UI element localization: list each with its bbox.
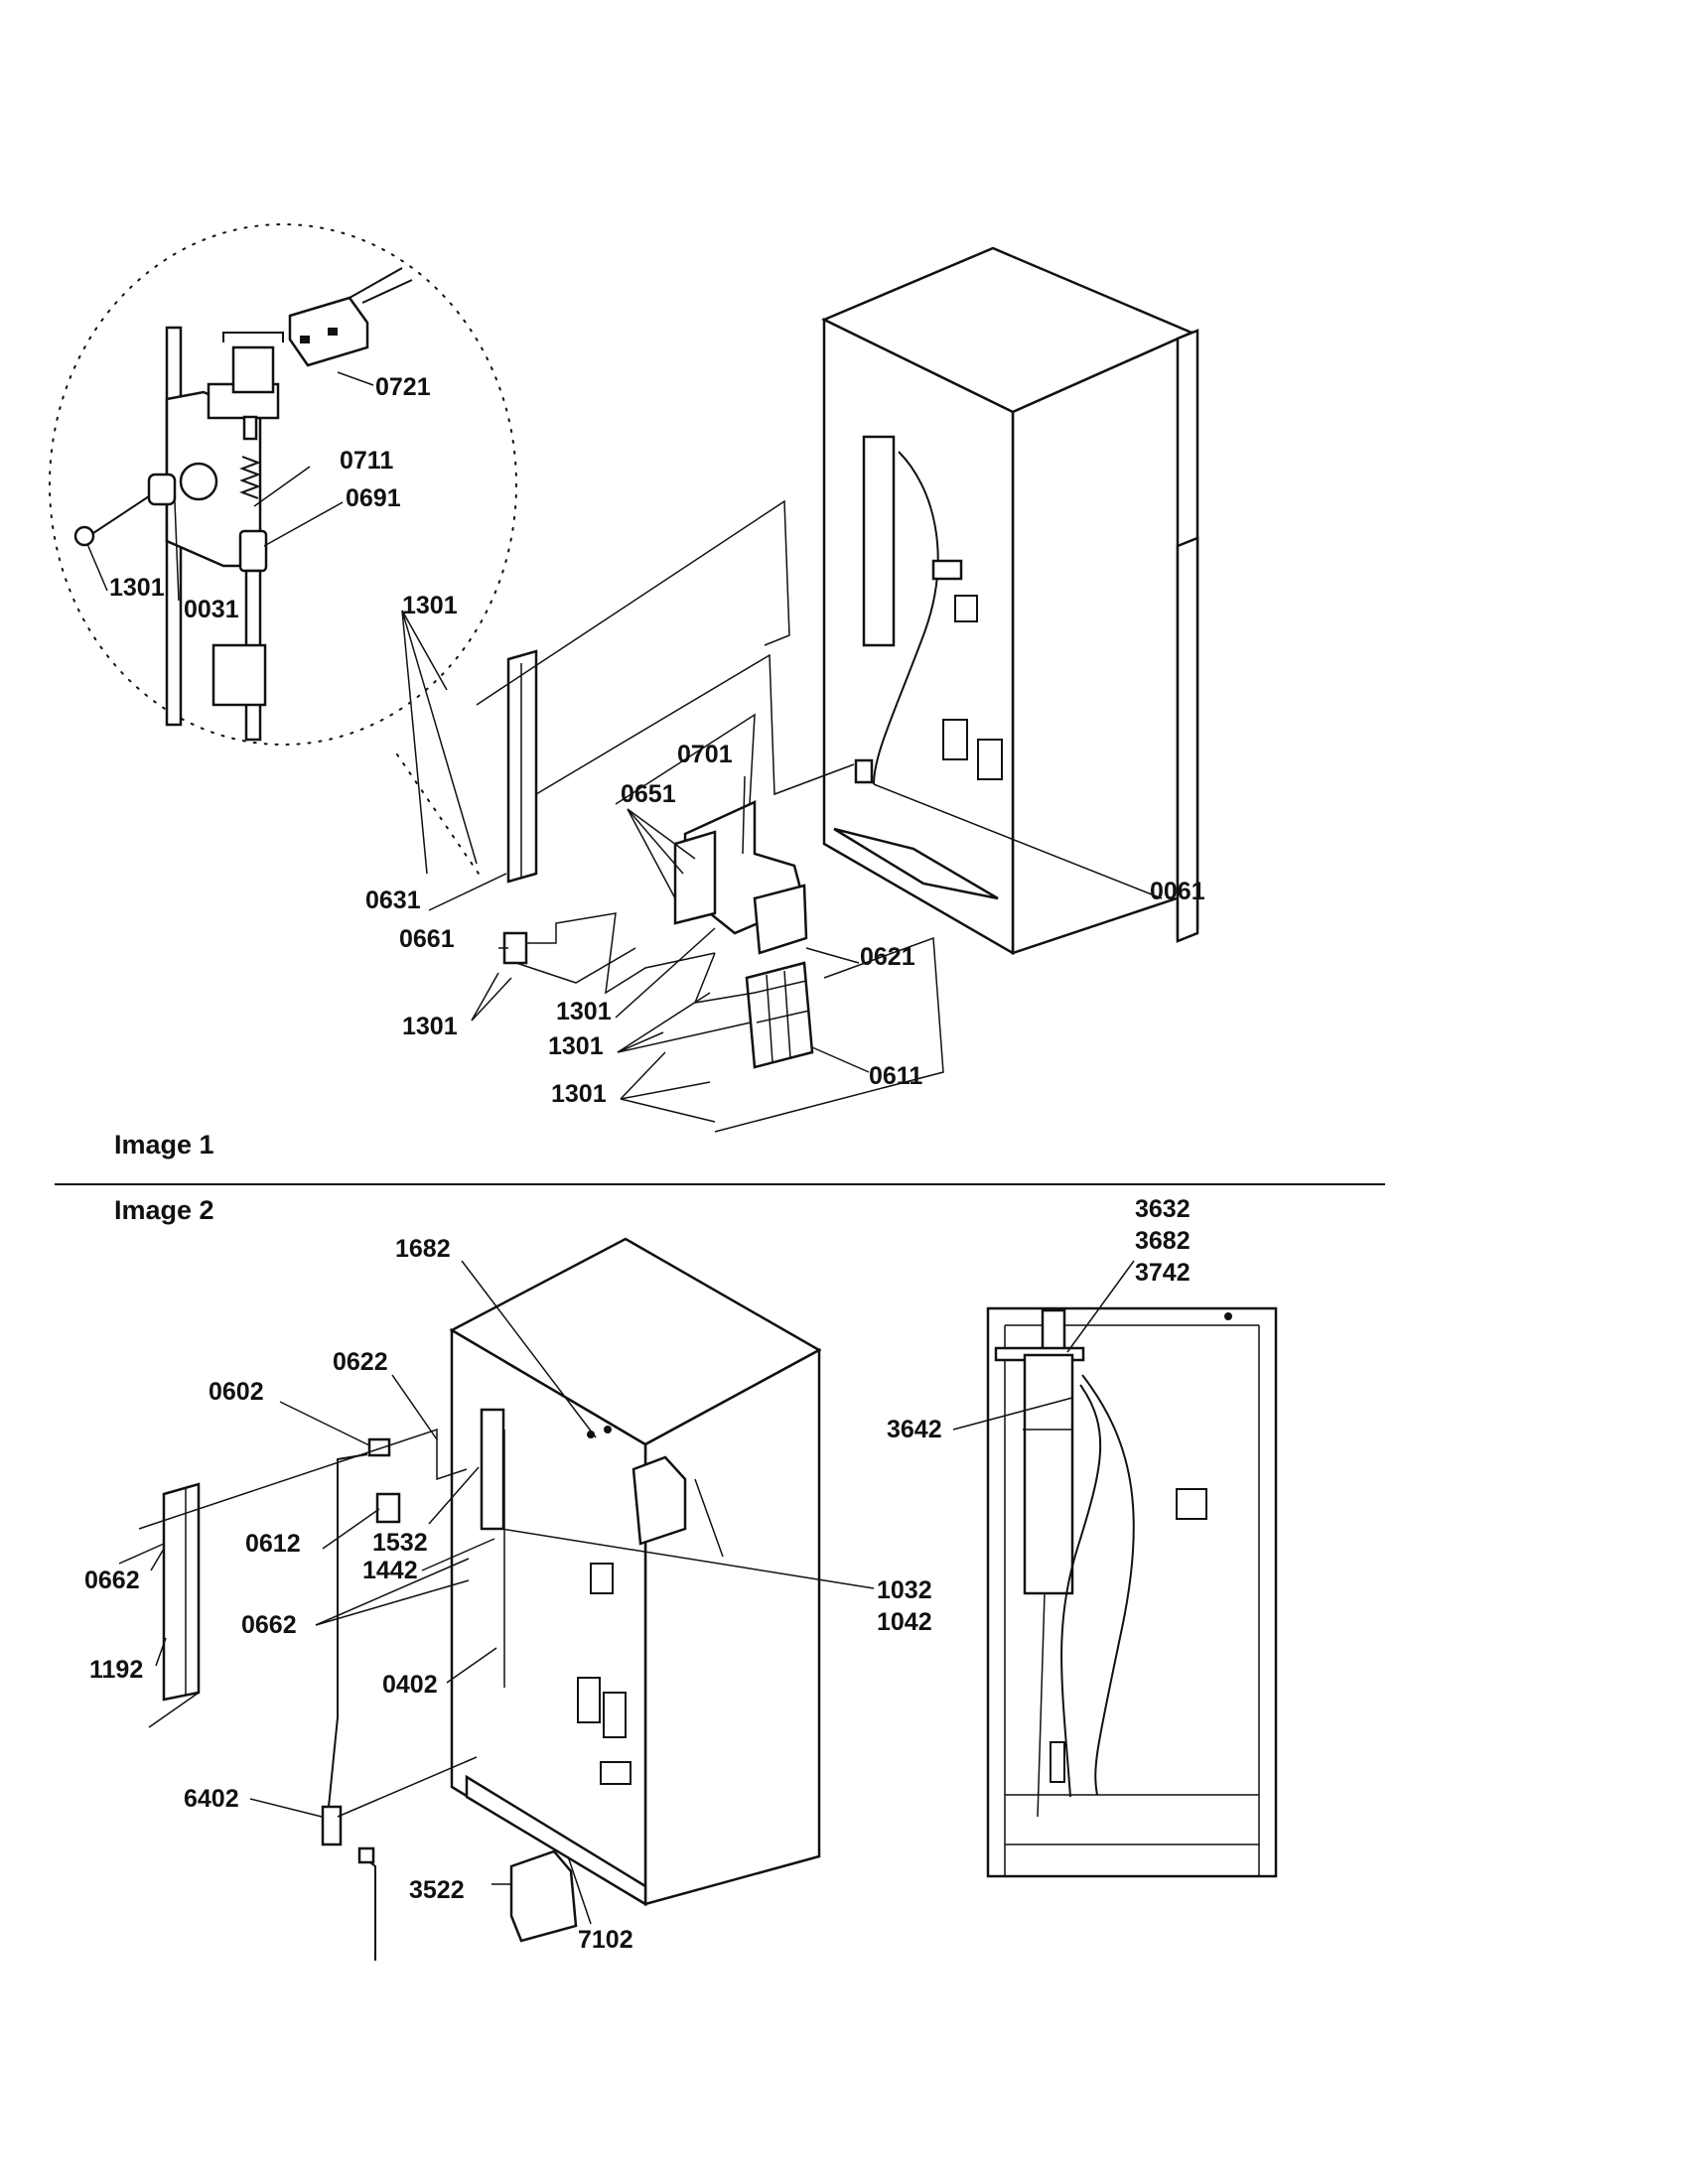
callout-1301-mid-b: 1301 — [548, 1032, 604, 1060]
callout-1532: 1532 — [372, 1529, 428, 1557]
callout-0622: 0622 — [333, 1348, 388, 1376]
image2-callouts: 1682 0602 0622 0662 0612 1532 1442 1032 … — [84, 1195, 1191, 1954]
part-0602 — [367, 1437, 391, 1457]
callout-1192: 1192 — [89, 1656, 143, 1684]
coil-terminals — [222, 332, 284, 342]
callout-7102: 7102 — [578, 1926, 633, 1954]
plunger-stem — [242, 415, 258, 441]
tube-sleeve — [211, 643, 267, 707]
cabinet2-side — [643, 1347, 821, 1906]
part-0612 — [375, 1492, 401, 1524]
callout-0661: 0661 — [399, 925, 455, 953]
bracket-0651 — [673, 830, 717, 925]
callout-1032: 1032 — [877, 1576, 932, 1604]
image1-leader-lines — [86, 371, 1163, 1123]
image1-diagram: 0721 0711 0691 1301 0031 1301 0701 0651 … — [49, 223, 1205, 1133]
screw-1301-detail — [73, 525, 95, 547]
switch-0661 — [502, 912, 716, 995]
adjust-knob — [179, 462, 218, 501]
image2-leader-lines — [150, 1260, 1135, 1925]
image1-callouts: 0721 0711 0691 1301 0031 1301 0701 0651 … — [109, 373, 1205, 1108]
callout-3642: 3642 — [887, 1416, 942, 1443]
drain-tube — [327, 1453, 368, 1818]
callout-0721: 0721 — [375, 373, 431, 401]
door-edge-lower — [1176, 536, 1199, 943]
callout-1682: 1682 — [395, 1235, 451, 1263]
wire-connector-0721 — [288, 267, 413, 367]
tape-label — [931, 559, 963, 581]
back-panel-0631 — [506, 649, 538, 884]
guide-line — [138, 1428, 468, 1530]
guide-line — [714, 936, 944, 1133]
guide-line — [535, 653, 855, 796]
callout-0691: 0691 — [346, 484, 401, 512]
solenoid-coil — [231, 345, 275, 394]
clamp-0031 — [147, 473, 177, 506]
callout-0621: 0621 — [860, 943, 915, 971]
detail-inset-connector — [396, 753, 480, 875]
callout-1042: 1042 — [877, 1608, 932, 1636]
image2-diagram: 1682 0602 0622 0662 0612 1532 1442 1032 … — [84, 1195, 1278, 1961]
callout-0612: 0612 — [245, 1530, 301, 1558]
callout-1301-bottom: 1301 — [551, 1080, 607, 1108]
image2-caption: Image 2 — [114, 1195, 214, 1225]
callout-3742: 3742 — [1135, 1259, 1191, 1287]
side-rail-1192 — [118, 1482, 201, 1728]
callout-0611: 0611 — [869, 1062, 922, 1090]
callout-3522: 3522 — [409, 1876, 465, 1904]
callout-0631: 0631 — [365, 887, 421, 914]
guide-line — [476, 499, 790, 706]
guide-line — [615, 713, 756, 805]
drain-cover-3522 — [509, 1849, 578, 1943]
plunger-0691 — [238, 529, 268, 573]
callout-3682: 3682 — [1135, 1227, 1191, 1255]
detail-inset-outline — [49, 223, 517, 746]
rear-wire — [873, 451, 939, 785]
water-valve-port — [854, 758, 874, 784]
cabinet-side — [1011, 331, 1193, 955]
callout-1301-top: 1301 — [402, 592, 458, 619]
heater-wire — [321, 1437, 401, 1961]
refrigerator-cabinet-image2 — [449, 1237, 822, 1907]
callout-6402: 6402 — [184, 1785, 239, 1813]
rear-view-wire — [1081, 1374, 1135, 1796]
image1-caption: Image 1 — [114, 1130, 214, 1160]
callout-0031: 0031 — [184, 596, 239, 623]
callout-0061: 0061 — [1150, 878, 1205, 905]
callout-1442: 1442 — [362, 1557, 418, 1584]
cabinet-rear-view — [986, 1306, 1278, 1878]
callout-0651: 0651 — [621, 780, 676, 808]
base-plate — [833, 827, 999, 900]
callout-0711: 0711 — [340, 447, 393, 475]
rear-channel — [862, 435, 896, 647]
refrigerator-cabinet-rear — [820, 246, 1199, 956]
callout-1301-left: 1301 — [402, 1013, 458, 1040]
callout-0602: 0602 — [209, 1378, 264, 1406]
callout-1301-detail: 1301 — [109, 574, 165, 602]
evap-channel — [480, 1408, 505, 1531]
spring-0711 — [239, 456, 261, 499]
callout-0402: 0402 — [382, 1671, 438, 1699]
callout-0662-mid: 0662 — [241, 1611, 297, 1639]
guide-line — [337, 1756, 478, 1818]
callout-3632: 3632 — [1135, 1195, 1191, 1223]
callout-0701: 0701 — [677, 741, 733, 768]
grille-0611 — [745, 961, 814, 1069]
valve-assembly-detail — [73, 326, 284, 742]
callout-1301-mid-a: 1301 — [556, 998, 612, 1025]
callout-0662-top: 0662 — [84, 1567, 140, 1594]
